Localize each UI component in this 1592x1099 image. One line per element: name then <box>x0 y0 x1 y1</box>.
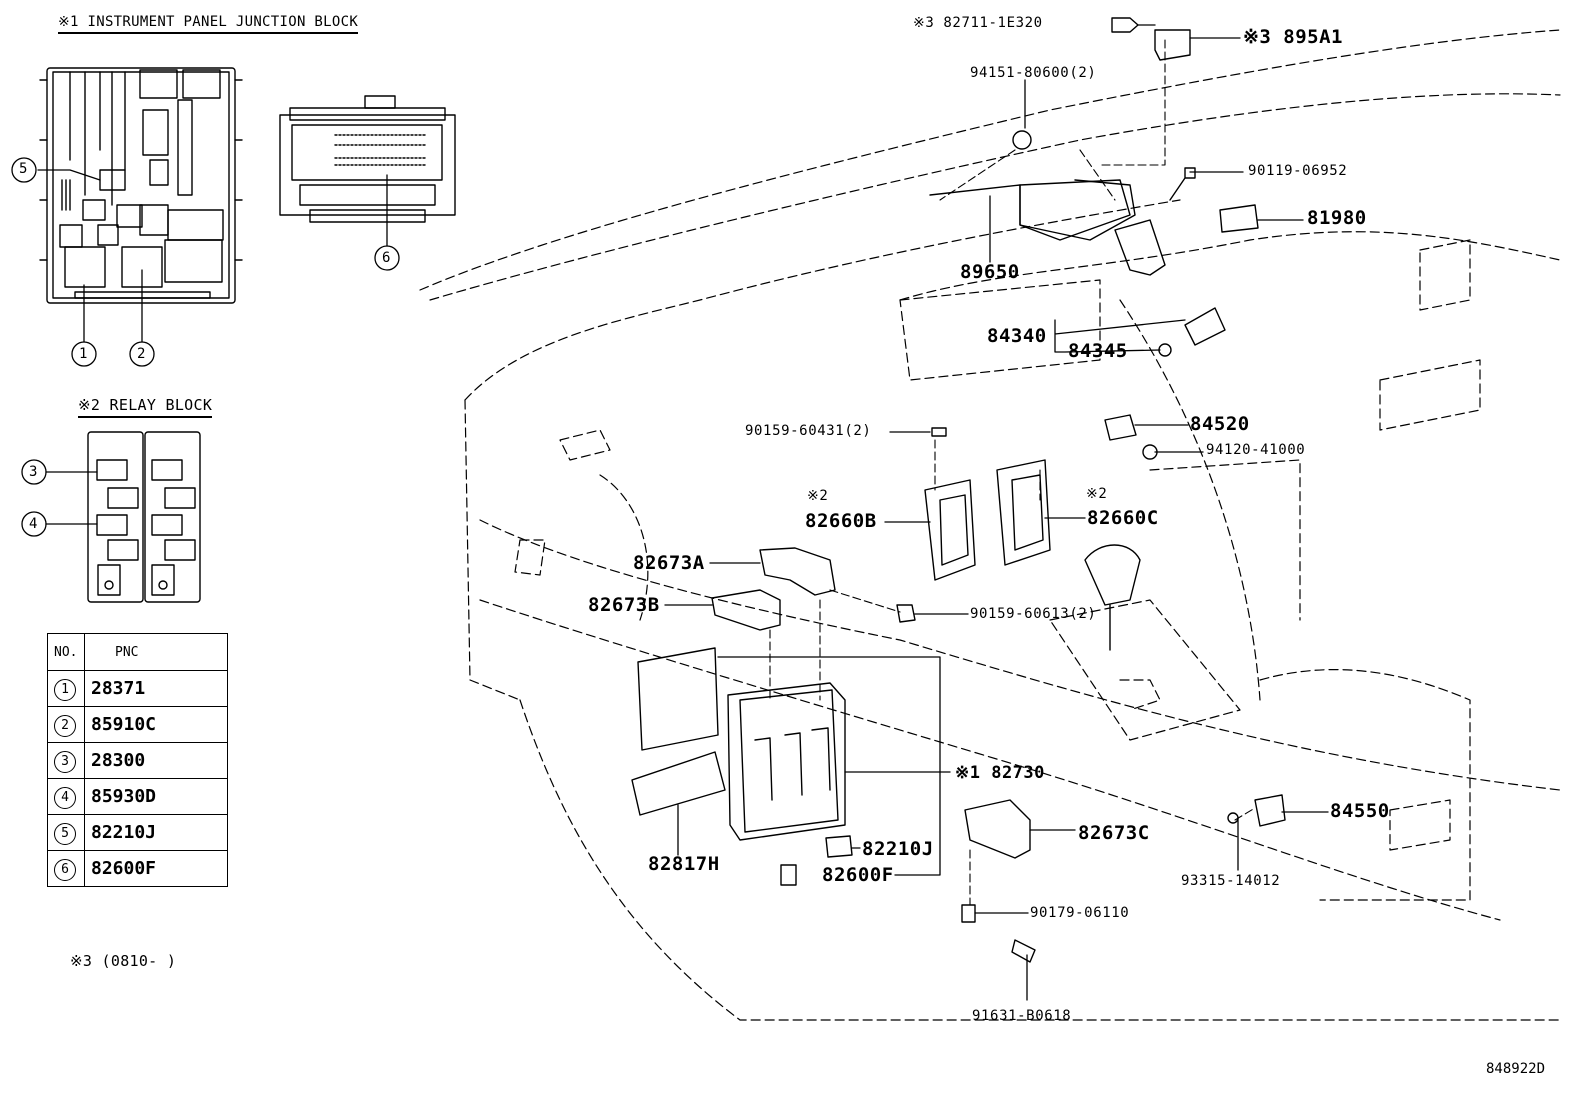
callout-4: 4 <box>29 516 38 532</box>
part-label-94120[interactable]: 94120-41000 <box>1206 442 1306 458</box>
part-label-82660C[interactable]: 82660C <box>1087 507 1159 529</box>
part-label-91631[interactable]: 91631-B0618 <box>972 1008 1072 1024</box>
row-number: 3 <box>54 750 76 773</box>
part-label-84345[interactable]: 84345 <box>1068 340 1128 362</box>
part-label-82660B-mark: ※2 <box>807 488 829 504</box>
row-pnc: 85930D <box>84 778 228 815</box>
part-label-82817H[interactable]: 82817H <box>648 853 720 875</box>
callout-1: 1 <box>79 346 88 362</box>
part-label-84520[interactable]: 84520 <box>1190 413 1250 435</box>
part-label-90119[interactable]: 90119-06952 <box>1248 163 1348 179</box>
junction-block-drawing <box>39 67 243 304</box>
callout-3: 3 <box>29 464 38 480</box>
table-row: 4 85930D <box>47 778 228 815</box>
part-label-82210J[interactable]: 82210J <box>862 838 934 860</box>
row-number: 4 <box>54 786 76 809</box>
col-no-header: NO. <box>47 633 85 671</box>
relay-block-header: ※2 RELAY BLOCK <box>78 396 213 418</box>
part-label-82660C-mark: ※2 <box>1086 486 1108 502</box>
part-label-89650[interactable]: 89650 <box>960 261 1020 283</box>
part-label-84550[interactable]: 84550 <box>1330 800 1390 822</box>
table-row: 3 28300 <box>47 742 228 779</box>
table-row: 2 85910C <box>47 706 228 743</box>
callout-5: 5 <box>19 161 28 177</box>
table-row: 1 28371 <box>47 670 228 707</box>
row-pnc: 85910C <box>84 706 228 743</box>
col-pnc-header: PNC <box>84 633 228 671</box>
pnc-table: NO. PNC 1 28371 2 85910C 3 28300 4 85930… <box>47 633 228 887</box>
diagram-code: 848922D <box>1486 1061 1546 1077</box>
part-label-90159-60613[interactable]: 90159-60613(2) <box>970 606 1097 622</box>
row-number: 1 <box>54 678 76 701</box>
row-pnc: 82210J <box>84 814 228 851</box>
part-leader-lines <box>664 24 1329 1001</box>
row-pnc: 28371 <box>84 670 228 707</box>
row-number: 2 <box>54 714 76 737</box>
part-label-93315[interactable]: 93315-14012 <box>1181 873 1281 889</box>
callout-6: 6 <box>382 250 391 266</box>
part-label-82711[interactable]: ※3 82711-1E320 <box>913 15 1043 31</box>
callout-2: 2 <box>137 346 146 362</box>
relay-block-drawing <box>87 431 201 603</box>
row-number: 5 <box>54 822 76 845</box>
table-row: 6 82600F <box>47 850 228 887</box>
part-label-94151[interactable]: 94151-80600(2) <box>970 65 1097 81</box>
row-pnc: 28300 <box>84 742 228 779</box>
dashboard-outline <box>419 29 1561 1021</box>
table-row: 5 82210J <box>47 814 228 851</box>
part-label-895A1[interactable]: ※3 895A1 <box>1243 26 1343 48</box>
callout-leaders <box>37 169 388 525</box>
part-shapes <box>631 17 1286 963</box>
part-label-82730[interactable]: ※1 82730 <box>955 763 1045 783</box>
part-label-82660B[interactable]: 82660B <box>805 510 877 532</box>
part-label-81980[interactable]: 81980 <box>1307 207 1367 229</box>
part-label-82673C[interactable]: 82673C <box>1078 822 1150 844</box>
part-label-82673A[interactable]: 82673A <box>633 552 705 574</box>
part-label-82600F[interactable]: 82600F <box>822 864 894 886</box>
junction-block-header: ※1 INSTRUMENT PANEL JUNCTION BLOCK <box>58 14 359 34</box>
note3-range: ※3 (0810- ) <box>70 952 177 970</box>
part-label-90159-60431[interactable]: 90159-60431(2) <box>745 423 872 439</box>
row-number: 6 <box>54 858 76 881</box>
part-label-90179[interactable]: 90179-06110 <box>1030 905 1130 921</box>
part-label-84340[interactable]: 84340 <box>987 325 1047 347</box>
callout-circles <box>11 157 400 537</box>
row-pnc: 82600F <box>84 850 228 887</box>
part-label-82673B[interactable]: 82673B <box>588 594 660 616</box>
junction-block-back-drawing <box>279 95 456 223</box>
